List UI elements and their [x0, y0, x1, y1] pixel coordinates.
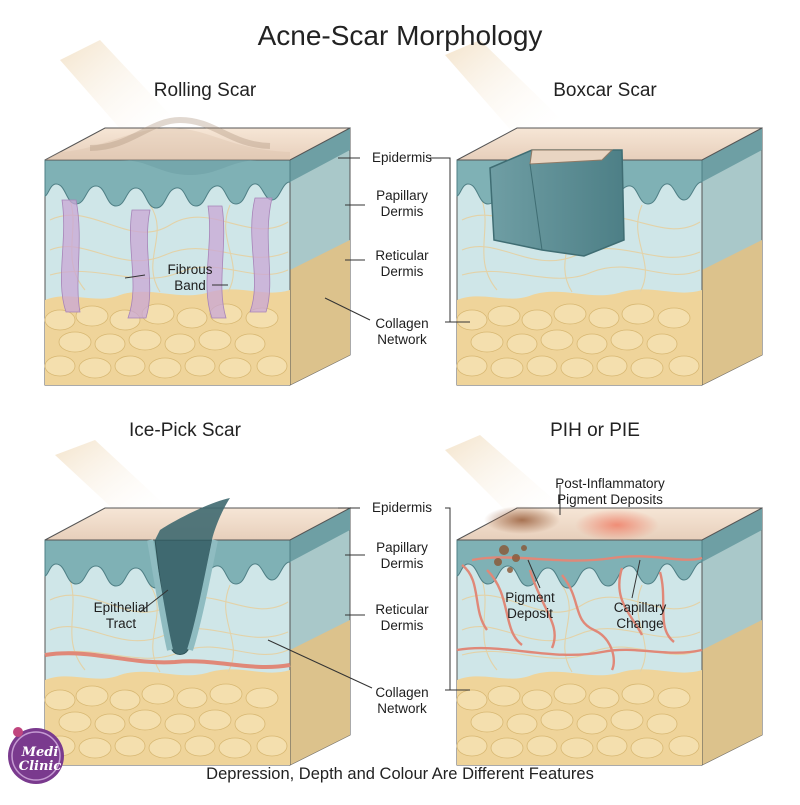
label-papillary-top: Papillary Dermis [376, 188, 428, 219]
rolling-scar-title: Rolling Scar [153, 80, 257, 101]
boxcar-scar-title: Boxcar Scar [553, 80, 657, 101]
label-epidermis-bottom: Epidermis [371, 500, 433, 515]
label-reticular-bottom: Reticular Dermis [375, 602, 429, 633]
rolling-scar-block [44, 116, 351, 386]
label-collagen-bottom: Collagen Network [375, 685, 429, 716]
pih-pie-title: PIH or PIE [550, 420, 640, 441]
logo-text-medi: Medi [21, 745, 59, 760]
label-reticular-top: Reticular Dermis [375, 248, 429, 279]
label-epithelial-tract: Epithelial Tract [93, 600, 149, 631]
label-fibrous-band: Fibrous Band [167, 262, 213, 293]
footer-caption: Depression, Depth and Colour Are Differe… [206, 765, 594, 783]
icepick-scar-block [44, 498, 351, 766]
label-papillary-bottom: Papillary Dermis [376, 540, 428, 571]
layer-label-leaders [267, 157, 470, 691]
pih-pie-block [456, 506, 763, 766]
light-beams [55, 40, 560, 520]
logo-text-clinic: Clinic [18, 759, 62, 774]
boxcar-scar-block [456, 127, 763, 386]
label-collagen-top: Collagen Network [375, 316, 429, 347]
icepick-scar-title: Ice-Pick Scar [129, 420, 241, 441]
label-pigment-deposit: Pigment Deposit [505, 590, 555, 621]
label-epidermis-top: Epidermis [371, 150, 433, 165]
label-post-inflammatory: Post-Inflammatory Pigment Deposits [555, 476, 665, 507]
diagram-title: Acne-Scar Morphology [257, 20, 543, 51]
medi-clinic-logo: Medi Clinic [4, 722, 68, 786]
label-capillary-change: Capillary Change [613, 600, 667, 631]
panel-label-leaders [124, 274, 641, 613]
